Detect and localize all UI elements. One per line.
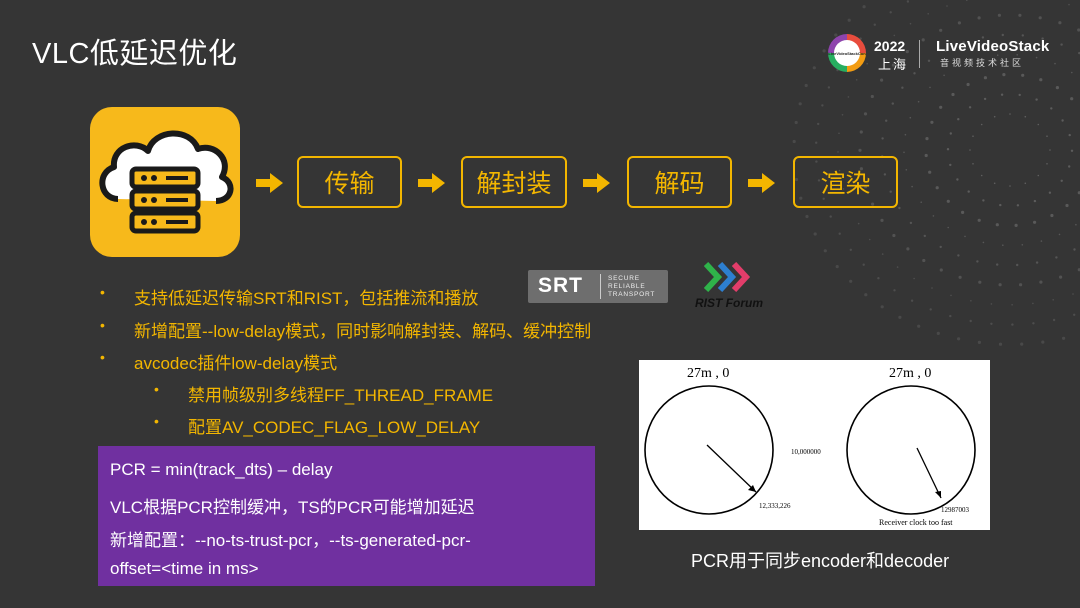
badge-text: LiveVideoStackCon (828, 40, 866, 66)
pcr-info-box: PCR = min(track_dts) – delay VLC根据PCR控制缓… (98, 446, 595, 586)
logo-divider (919, 40, 920, 68)
pcr-clock-diagram: 27m , 0 27m , 0 10,000000 12,333,226 129… (639, 360, 990, 530)
step-render: 渲染 (793, 156, 898, 208)
right-clock-label: 27m , 0 (889, 366, 932, 381)
middle-value: 10,000000 (791, 448, 821, 456)
right-arrow-icon (256, 173, 283, 193)
pcr-formula: PCR = min(track_dts) – delay (110, 460, 333, 479)
diagram-caption: PCR用于同步encoder和decoder (691, 551, 950, 571)
rist-forum-label: RIST Forum (695, 296, 763, 310)
left-clock-label: 27m , 0 (687, 366, 730, 381)
pcr-config: 新增配置：--no-ts-trust-pcr，--ts-generated-pc… (110, 531, 471, 550)
brand-subtitle: 音视频技术社区 (940, 58, 1025, 68)
srt-logo-divider (600, 274, 601, 299)
conference-badge-logo: LiveVideoStackCon (828, 34, 866, 72)
brand-name: LiveVideoStack (936, 38, 1050, 55)
step-demux: 解封装 (461, 156, 567, 208)
event-year: 2022 (874, 38, 906, 54)
pcr-config-cont: offset=<time in ms> (110, 559, 259, 578)
event-city: 上海 (878, 57, 909, 72)
cloud-server-icon (90, 107, 240, 257)
step-transport: 传输 (297, 156, 402, 208)
right-arrow-icon (583, 173, 610, 193)
rist-chevrons-icon (704, 262, 751, 292)
left-clock-value: 12,333,226 (759, 502, 791, 510)
srt-logo: SRT SECURE RELIABLE TRANSPORT (528, 270, 668, 303)
srt-tagline: SECURE RELIABLE TRANSPORT (608, 275, 656, 298)
right-arrow-icon (418, 173, 445, 193)
right-clock-note: Receiver clock too fast (879, 518, 953, 527)
pcr-description: VLC根据PCR控制缓冲，TS的PCR可能增加延迟 (110, 498, 475, 517)
right-arrow-icon (748, 173, 775, 193)
right-clock-value: 12987003 (941, 506, 969, 514)
step-decode: 解码 (627, 156, 732, 208)
srt-logo-text: SRT (538, 274, 583, 297)
slide-title: VLC低延迟优化 (32, 38, 238, 70)
